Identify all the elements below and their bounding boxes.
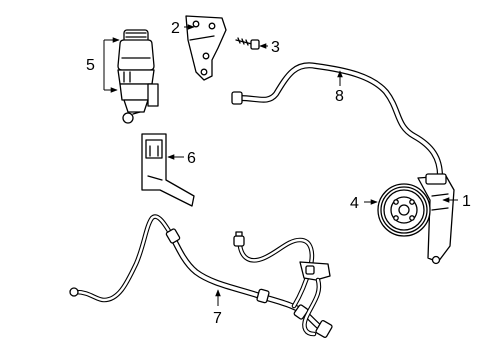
callout-7: 7 <box>213 310 222 327</box>
callout-1: 1 <box>462 193 471 210</box>
callout-8: 8 <box>335 88 344 105</box>
callout-2: 2 <box>171 20 180 37</box>
callout-3: 3 <box>271 39 280 56</box>
callout-6: 6 <box>187 150 196 167</box>
pressure-hose-assembly <box>69 214 333 338</box>
heat-shield <box>141 133 195 207</box>
reservoir <box>117 29 159 124</box>
bolt <box>235 37 260 50</box>
pump-pulley <box>377 183 431 237</box>
callout-4: 4 <box>350 195 359 212</box>
callout-5: 5 <box>86 57 95 74</box>
reservoir-bracket <box>185 15 227 81</box>
return-hose <box>231 62 443 179</box>
